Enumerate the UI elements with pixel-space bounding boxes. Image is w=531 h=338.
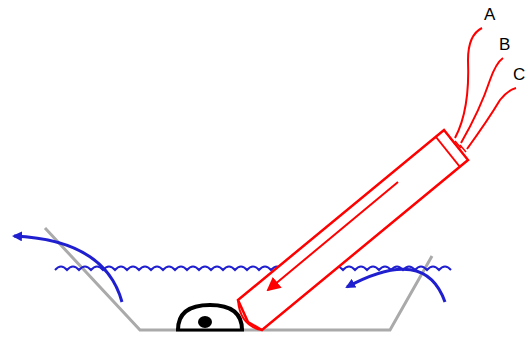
cannula-tube	[238, 130, 468, 330]
wire-label: C	[513, 66, 525, 83]
wire	[467, 88, 516, 149]
outflow-arrow	[14, 236, 122, 302]
wire	[461, 58, 503, 143]
basin	[45, 228, 432, 330]
eye	[178, 305, 242, 330]
flow-arrow	[268, 182, 398, 290]
wire-label: A	[484, 6, 495, 23]
wire	[455, 28, 482, 138]
outflow-arrow	[347, 269, 445, 302]
wire-label: B	[499, 36, 510, 53]
